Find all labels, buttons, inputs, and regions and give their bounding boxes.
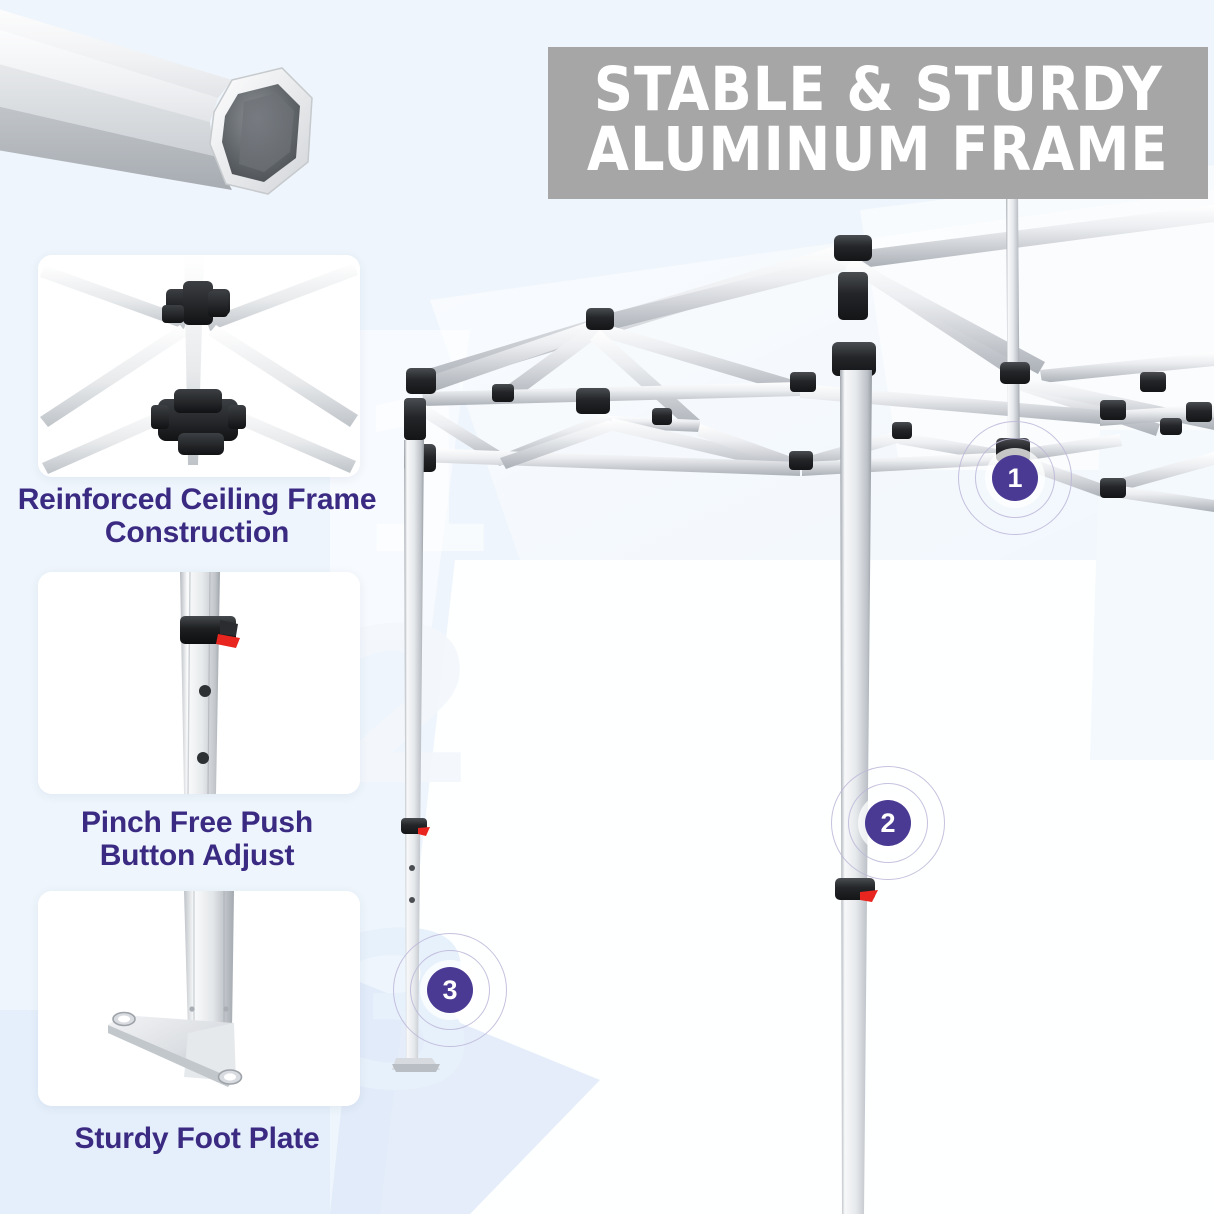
banner-line-2: ALUMINUM FRAME	[587, 114, 1169, 185]
left-leg	[392, 440, 440, 1072]
caption-push-button-line2: Button Adjust	[99, 839, 295, 872]
title-banner: STABLE & STURDY ALUMINUM FRAME	[548, 47, 1208, 199]
banner-line-1: STABLE & STURDY	[593, 54, 1163, 126]
caption-foot-plate-line1: Sturdy Foot Plate	[74, 1122, 320, 1155]
badge-outer-ring	[958, 421, 1072, 535]
hex-tube-svg	[0, 9, 313, 195]
badge-outer-ring	[393, 933, 507, 1047]
badge-inner-ring	[848, 783, 928, 863]
caption-push-button: Pinch Free Push Button Adjust	[0, 806, 397, 872]
feature-card-foot-plate[interactable]	[38, 891, 360, 1106]
caption-foot-plate: Sturdy Foot Plate	[0, 1122, 397, 1155]
hexagonal-tube-illustration	[0, 0, 342, 229]
badge-number-3: 3	[427, 967, 473, 1013]
badge-inner-ring	[410, 950, 490, 1030]
badge-inner-ring	[975, 438, 1055, 518]
feature-card-push-button[interactable]	[38, 572, 360, 794]
caption-push-button-line1: Pinch Free Push	[80, 806, 314, 839]
reinforced-ceiling-frame-photo	[38, 255, 360, 477]
badge-outer-ring	[831, 766, 945, 880]
caption-ceiling-frame-line1: Reinforced Ceiling Frame	[17, 483, 377, 516]
caption-ceiling-frame-line2: Construction	[104, 516, 290, 549]
feature-card-ceiling-frame[interactable]	[38, 255, 360, 477]
badge-number-1: 1	[992, 455, 1038, 501]
canopy-truss-group	[404, 190, 1214, 512]
caption-ceiling-frame: Reinforced Ceiling Frame Construction	[0, 483, 397, 549]
push-button-adjust-photo	[38, 572, 360, 794]
sturdy-foot-plate-photo	[38, 891, 360, 1106]
badge-number-2: 2	[865, 800, 911, 846]
